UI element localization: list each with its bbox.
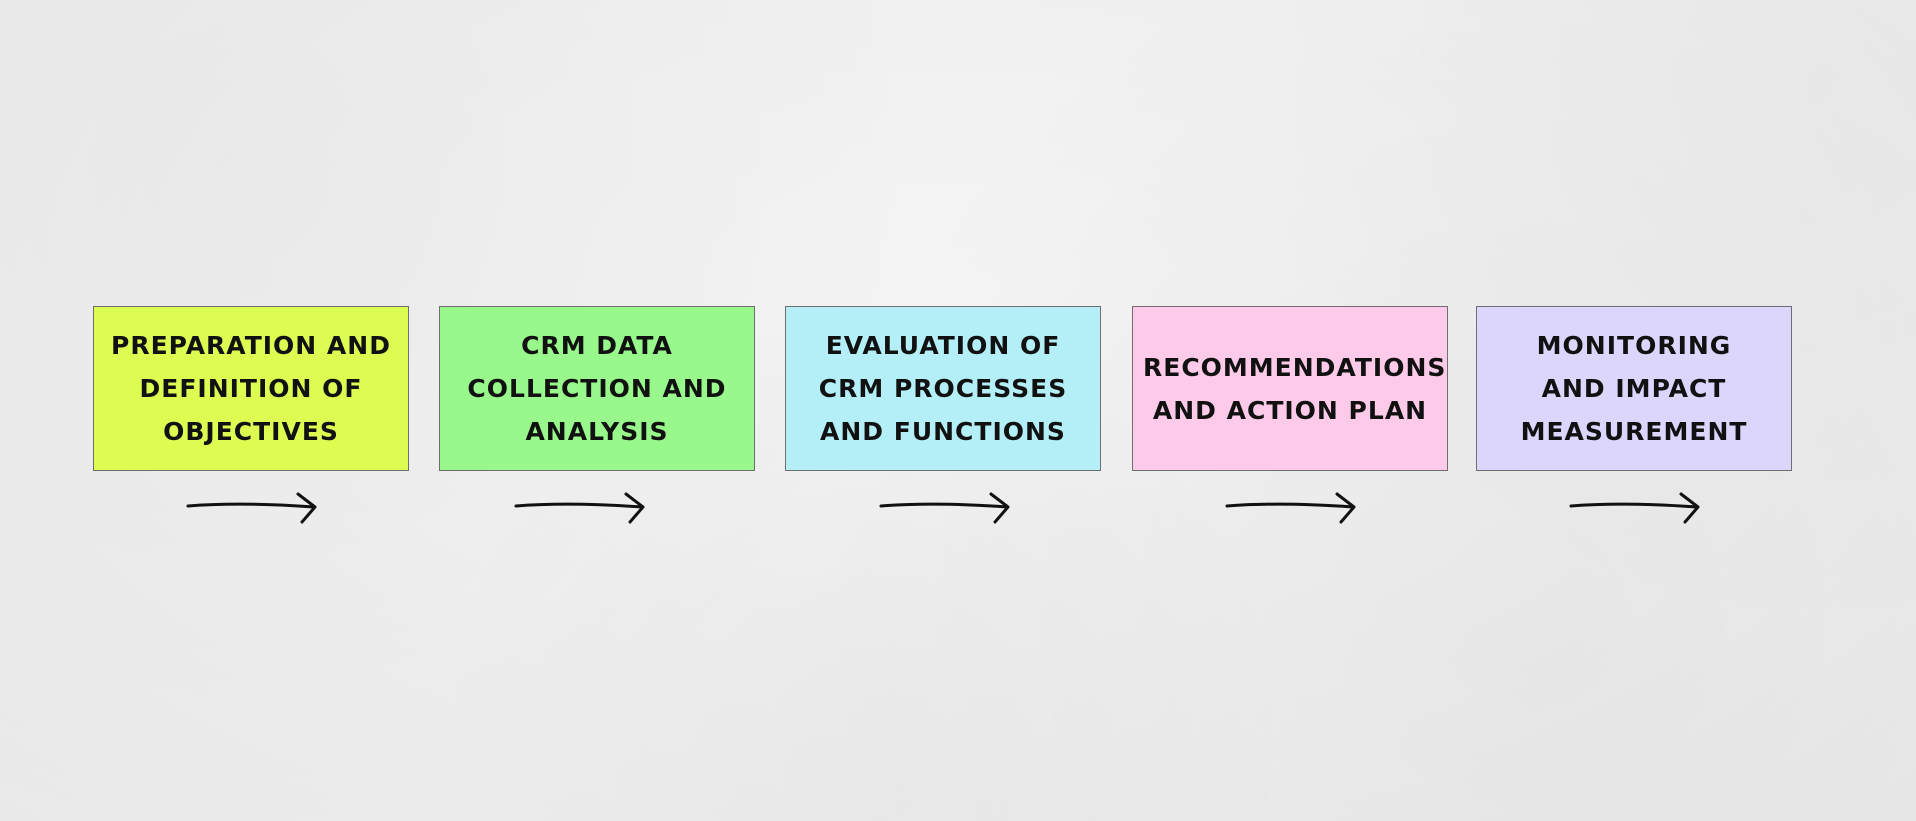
- step-preparation-box: PREPARATION AND DEFINITION OF OBJECTIVES: [93, 306, 409, 471]
- step-monitoring-label: MONITORING AND IMPACT MEASUREMENT: [1520, 331, 1748, 446]
- step-evaluation-box: EVALUATION OF CRM PROCESSES AND FUNCTION…: [785, 306, 1101, 471]
- step-evaluation-label: EVALUATION OF CRM PROCESSES AND FUNCTION…: [818, 331, 1068, 446]
- right-arrow-icon: [879, 490, 1011, 526]
- right-arrow-icon: [186, 490, 318, 526]
- right-arrow-icon: [514, 490, 646, 526]
- right-arrow-icon: [1569, 490, 1701, 526]
- step-preparation-label: PREPARATION AND DEFINITION OF OBJECTIVES: [111, 331, 391, 446]
- step-data-collection-label: CRM DATA COLLECTION AND ANALYSIS: [467, 331, 727, 446]
- step-data-collection-box: CRM DATA COLLECTION AND ANALYSIS: [439, 306, 755, 471]
- step-monitoring-box: MONITORING AND IMPACT MEASUREMENT: [1476, 306, 1792, 471]
- right-arrow-icon: [1225, 490, 1357, 526]
- step-recommendations-box: RECOMMENDATIONS AND ACTION PLAN: [1132, 306, 1448, 471]
- step-recommendations-label: RECOMMENDATIONS AND ACTION PLAN: [1143, 352, 1447, 425]
